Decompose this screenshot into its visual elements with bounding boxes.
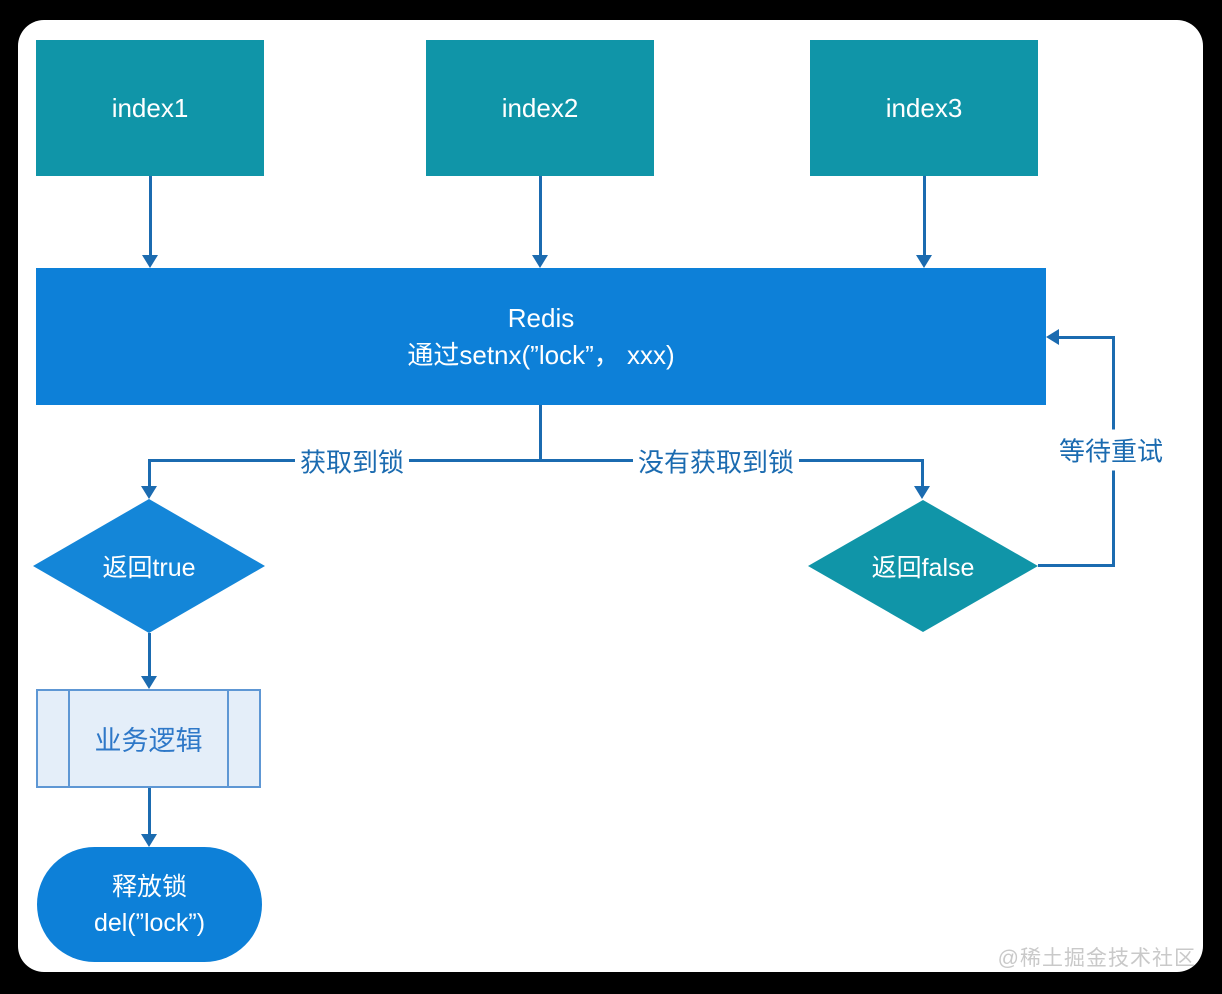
edge-index2-redis-line [539,176,542,255]
decision-return-false-label: 返回false [871,554,975,582]
edge-business-release-arrowhead-icon [141,834,157,847]
edge-branch-false-arrowhead-icon [914,486,930,499]
node-redis-subtitle: 通过setnx(”lock”， xxx) [407,339,675,370]
decision-return-true: 返回true [33,499,265,633]
node-redis-title: Redis [507,302,575,333]
edge-label-not-acquired: 没有获取到锁 [632,440,800,482]
node-index2: index2 [426,40,654,176]
node-index3-label: index3 [885,92,963,123]
decision-return-false: 返回false [808,500,1038,632]
process-left-bar [68,691,70,786]
edge-redis-branch-stem [539,405,542,462]
edge-index2-redis-arrowhead-icon [532,255,548,268]
node-business-logic: 业务逻辑 [36,689,261,788]
edge-label-retry: 等待重试 [1053,429,1169,471]
edge-index1-redis-line [149,176,152,255]
edge-label-acquired: 获取到锁 [294,440,410,482]
edge-branch-false-line [921,459,924,487]
edge-true-business-line [148,633,151,676]
node-index2-label: index2 [501,92,579,123]
watermark-text: @稀土掘金技术社区 [997,947,1196,970]
decision-return-true-label: 返回true [102,554,196,582]
edge-index3-redis-arrowhead-icon [916,255,932,268]
edge-branch-horizontal-line [149,459,924,462]
edge-index3-redis-line [923,176,926,255]
edge-branch-true-arrowhead-icon [141,486,157,499]
diagram-card [18,20,1203,972]
node-index1: index1 [36,40,264,176]
node-redis: Redis 通过setnx(”lock”， xxx) [36,268,1046,405]
edge-true-business-arrowhead-icon [141,676,157,689]
edge-retry-top-line [1059,336,1115,339]
node-release-lock: 释放锁 del(”lock”) [37,847,262,962]
node-business-logic-label: 业务逻辑 [94,726,203,756]
node-index1-label: index1 [111,92,189,123]
node-release-lock-line1: 释放锁 [111,872,187,901]
edge-business-release-line [148,788,151,834]
node-index3: index3 [810,40,1038,176]
process-right-bar [227,691,229,786]
edge-retry-bottom-line [1038,564,1115,567]
edge-branch-true-line [148,459,151,487]
edge-retry-arrowhead-icon [1046,329,1059,345]
node-release-lock-line2: del(”lock”) [93,908,206,937]
edge-index1-redis-arrowhead-icon [142,255,158,268]
